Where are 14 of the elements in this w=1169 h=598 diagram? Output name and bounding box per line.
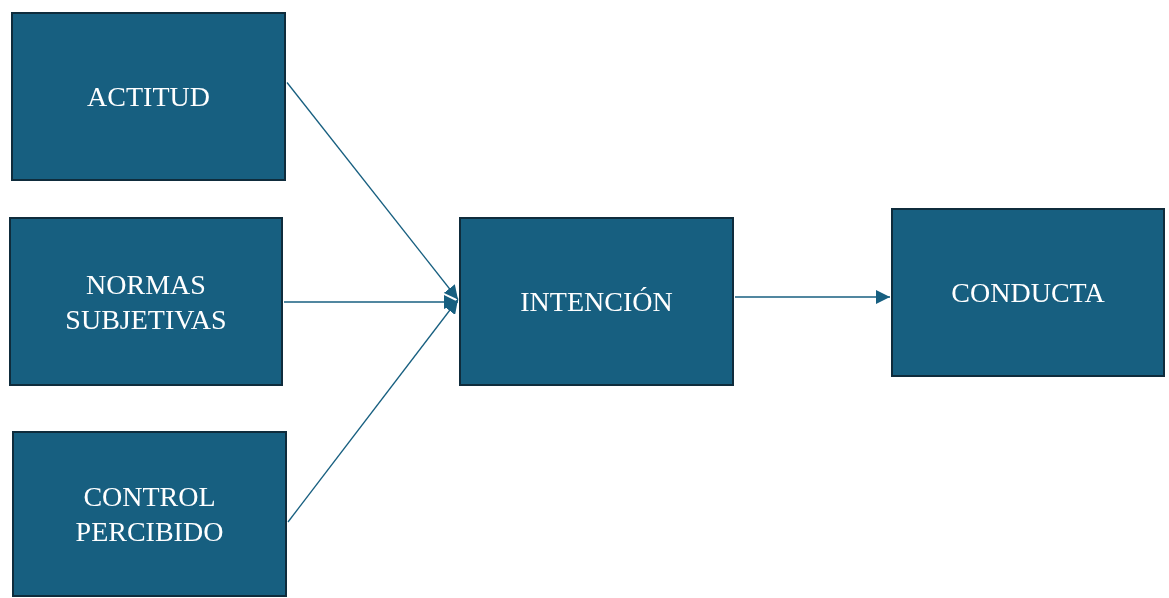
arrow <box>734 290 891 304</box>
process-box <box>12 431 287 597</box>
arrow <box>287 298 459 523</box>
process-box <box>11 12 286 181</box>
box-label: ACTITUD <box>86 80 211 114</box>
process-box <box>459 217 734 386</box>
arrow <box>286 81 459 301</box>
box-label: CONTROL PERCIBIDO <box>74 480 225 549</box>
box-label: NORMAS SUBJETIVAS <box>64 267 228 337</box>
process-box <box>9 217 283 386</box>
arrow <box>283 295 459 309</box>
box-label: CONDUCTA <box>950 276 1106 310</box>
box-label: INTENCIÓN <box>519 285 674 319</box>
process-box <box>891 208 1165 377</box>
